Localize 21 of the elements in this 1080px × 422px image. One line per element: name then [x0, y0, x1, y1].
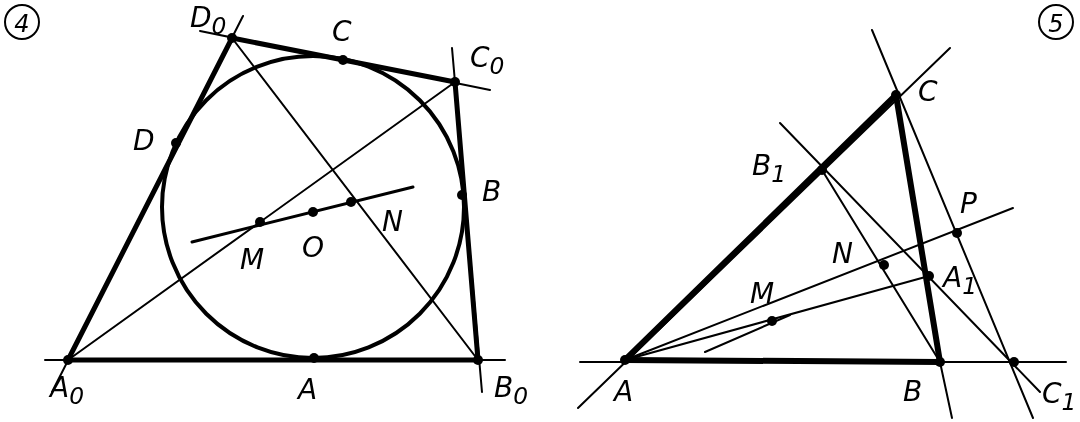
point-label: B [903, 376, 923, 408]
point-label: B [482, 176, 502, 208]
point-label: C [918, 76, 938, 108]
point-label: D [133, 125, 155, 157]
point-label: C$_{1}$ [1042, 378, 1077, 418]
point-label: N [382, 206, 403, 238]
point-label: O [302, 232, 325, 264]
point-label: N [832, 238, 853, 270]
point-label: M [240, 244, 265, 276]
point-label: A$_{1}$ [943, 262, 977, 302]
point-label: A [298, 374, 318, 406]
figure-number: 5 [1038, 4, 1074, 40]
point-label: C [332, 16, 352, 48]
point-label: M [750, 278, 775, 310]
point-label: D$_{0}$ [190, 2, 227, 42]
figure-number: 4 [4, 4, 40, 40]
point-label: B$_{0}$ [494, 372, 529, 412]
point-label: A [614, 376, 634, 408]
point-label: P [960, 188, 977, 220]
point-label: B$_{1}$ [752, 150, 787, 190]
point-label: C$_{0}$ [470, 42, 505, 82]
